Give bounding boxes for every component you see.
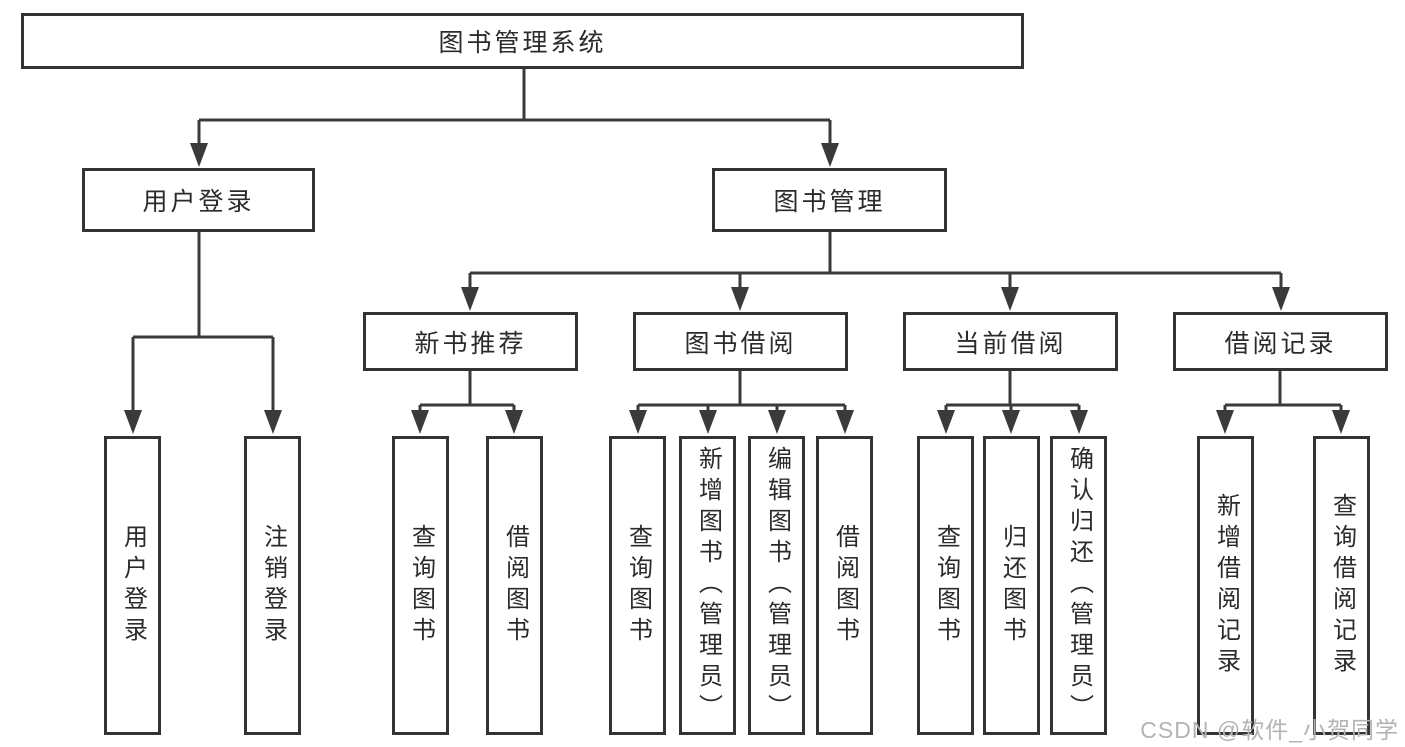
- node-leaf-return-book-label: 归还图书: [998, 523, 1026, 648]
- node-borrow-records-label: 借阅记录: [1224, 329, 1337, 358]
- arrowhead: [190, 143, 208, 167]
- node-leaf-edit-book-admin-label: 编辑图书（管理员）: [763, 446, 791, 725]
- arrowhead: [505, 410, 523, 434]
- node-leaf-user-login-label: 用户登录: [119, 523, 147, 648]
- connector-book-borrow-to-leaves: [636, 371, 847, 412]
- node-leaf-query-borrow-record-label: 查询借阅记录: [1328, 492, 1356, 679]
- node-leaf-query-books-1-label: 查询图书: [407, 523, 435, 648]
- arrowhead: [836, 410, 854, 434]
- arrowhead: [821, 143, 839, 167]
- node-leaf-logout: 注销登录: [244, 436, 301, 735]
- arrowhead: [1272, 287, 1290, 311]
- arrowhead: [937, 410, 955, 434]
- node-leaf-return-book: 归还图书: [983, 436, 1040, 735]
- arrowhead: [1070, 410, 1088, 434]
- node-leaf-add-borrow-record-label: 新增借阅记录: [1212, 492, 1240, 679]
- node-leaf-edit-book-admin: 编辑图书（管理员）: [748, 436, 805, 735]
- node-book-borrow: 图书借阅: [633, 312, 848, 371]
- arrowhead: [731, 287, 749, 311]
- node-leaf-logout-label: 注销登录: [259, 523, 287, 648]
- node-leaf-confirm-return-admin-label: 确认归还（管理员）: [1065, 446, 1093, 725]
- connector-new-book-to-leaves: [418, 371, 516, 412]
- node-leaf-add-book-admin: 新增图书（管理员）: [679, 436, 736, 735]
- arrowhead: [768, 410, 786, 434]
- arrowhead: [1216, 410, 1234, 434]
- arrowhead: [411, 410, 429, 434]
- arrowhead: [1002, 410, 1020, 434]
- node-leaf-add-borrow-record: 新增借阅记录: [1197, 436, 1254, 735]
- node-current-borrow: 当前借阅: [903, 312, 1118, 371]
- node-leaf-query-books-3: 查询图书: [917, 436, 974, 735]
- connector-current-borrow-to-leaves: [944, 371, 1081, 412]
- arrowhead: [699, 410, 717, 434]
- node-leaf-query-books-1: 查询图书: [392, 436, 449, 735]
- arrowhead: [1001, 287, 1019, 311]
- connector-book-management-to-level3: [468, 232, 1283, 289]
- arrowhead: [461, 287, 479, 311]
- node-current-borrow-label: 当前借阅: [954, 329, 1067, 358]
- node-new-book-recommend: 新书推荐: [363, 312, 578, 371]
- node-leaf-add-book-admin-label: 新增图书（管理员）: [694, 446, 722, 725]
- node-user-login-label: 用户登录: [142, 188, 255, 216]
- connector-root-to-level2: [197, 69, 832, 146]
- node-leaf-query-books-2-label: 查询图书: [624, 523, 652, 648]
- arrowhead: [264, 410, 282, 434]
- node-leaf-confirm-return-admin: 确认归还（管理员）: [1050, 436, 1107, 735]
- arrowhead: [629, 410, 647, 434]
- node-book-borrow-label: 图书借阅: [684, 329, 797, 358]
- node-leaf-query-books-3-label: 查询图书: [932, 523, 960, 648]
- node-book-management-label: 图书管理: [773, 188, 886, 216]
- node-new-book-recommend-label: 新书推荐: [414, 329, 527, 358]
- connector-borrow-records-to-leaves: [1223, 371, 1343, 412]
- csdn-watermark: CSDN @软件_小贺同学: [1140, 717, 1399, 743]
- node-book-management: 图书管理: [712, 168, 947, 232]
- node-leaf-user-login: 用户登录: [104, 436, 161, 735]
- node-leaf-borrow-books-2-label: 借阅图书: [831, 523, 859, 648]
- node-borrow-records: 借阅记录: [1173, 312, 1388, 371]
- node-leaf-borrow-books-2: 借阅图书: [816, 436, 873, 735]
- connector-user-login-to-leaves: [131, 232, 275, 412]
- node-leaf-borrow-books-1-label: 借阅图书: [501, 523, 529, 648]
- arrowhead: [124, 410, 142, 434]
- arrowheads: [124, 143, 1350, 434]
- node-root-system: 图书管理系统: [21, 13, 1024, 69]
- node-root-system-label: 图书管理系统: [438, 29, 607, 57]
- node-user-login: 用户登录: [82, 168, 315, 232]
- node-leaf-query-borrow-record: 查询借阅记录: [1313, 436, 1370, 735]
- arrowhead: [1332, 410, 1350, 434]
- node-leaf-query-books-2: 查询图书: [609, 436, 666, 735]
- node-leaf-borrow-books-1: 借阅图书: [486, 436, 543, 735]
